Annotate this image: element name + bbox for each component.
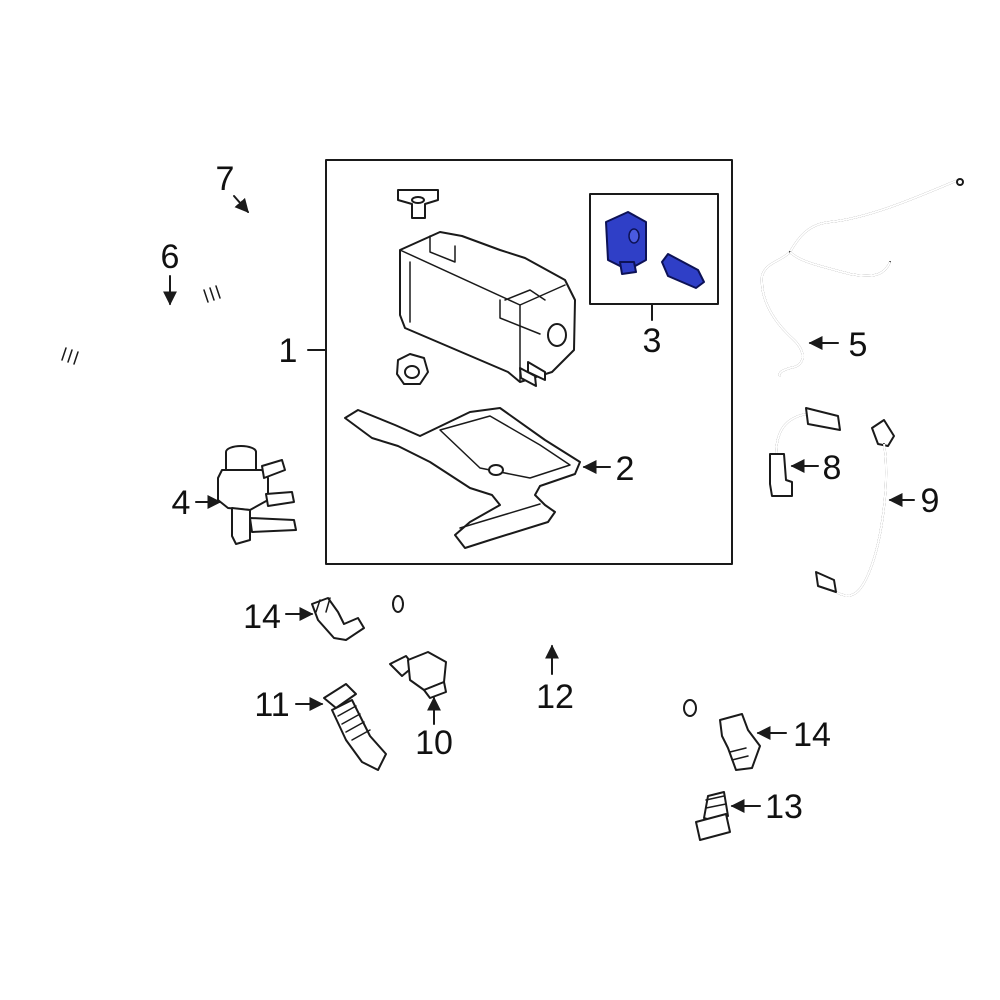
callout-6[interactable]: 6 — [161, 238, 180, 276]
vapor-tube[interactable] — [392, 588, 697, 717]
corrugated-hose[interactable] — [323, 683, 387, 771]
callout-14-upper[interactable]: 14 — [243, 598, 281, 636]
purge-valve[interactable] — [217, 445, 297, 545]
highlighted-valve-part[interactable] — [605, 211, 705, 289]
callout-2[interactable]: 2 — [616, 450, 635, 488]
vapor-hose[interactable] — [39, 230, 298, 439]
canister-grommet[interactable] — [396, 353, 429, 385]
callout-13[interactable]: 13 — [765, 788, 803, 826]
callout-12[interactable]: 12 — [536, 678, 574, 716]
vapor-canister[interactable] — [397, 189, 576, 387]
quick-connector-upper[interactable] — [311, 597, 365, 641]
assembly-group-box — [325, 159, 733, 565]
callout-14-lower[interactable]: 14 — [793, 716, 831, 754]
canister-bracket[interactable] — [344, 407, 581, 549]
callout-11[interactable]: 11 — [254, 686, 289, 724]
callout-8[interactable]: 8 — [823, 449, 842, 487]
pressure-sensor[interactable] — [769, 407, 841, 497]
sensor-cable-assembly[interactable] — [815, 419, 895, 597]
callout-5[interactable]: 5 — [849, 326, 868, 364]
wire-harness[interactable] — [760, 178, 964, 377]
short-hose[interactable] — [210, 166, 271, 232]
check-valve[interactable] — [389, 651, 447, 699]
callout-9[interactable]: 9 — [921, 482, 940, 520]
callout-1[interactable]: 1 — [279, 332, 298, 370]
callout-4[interactable]: 4 — [172, 484, 191, 522]
quick-connector-lower[interactable] — [719, 713, 761, 771]
hose-fitting[interactable] — [695, 791, 731, 841]
sensor-subgroup-box — [589, 193, 719, 305]
callout-7[interactable]: 7 — [216, 160, 235, 198]
callout-7-arrow — [233, 195, 249, 214]
callout-3[interactable]: 3 — [643, 322, 662, 360]
callout-10[interactable]: 10 — [415, 724, 453, 762]
